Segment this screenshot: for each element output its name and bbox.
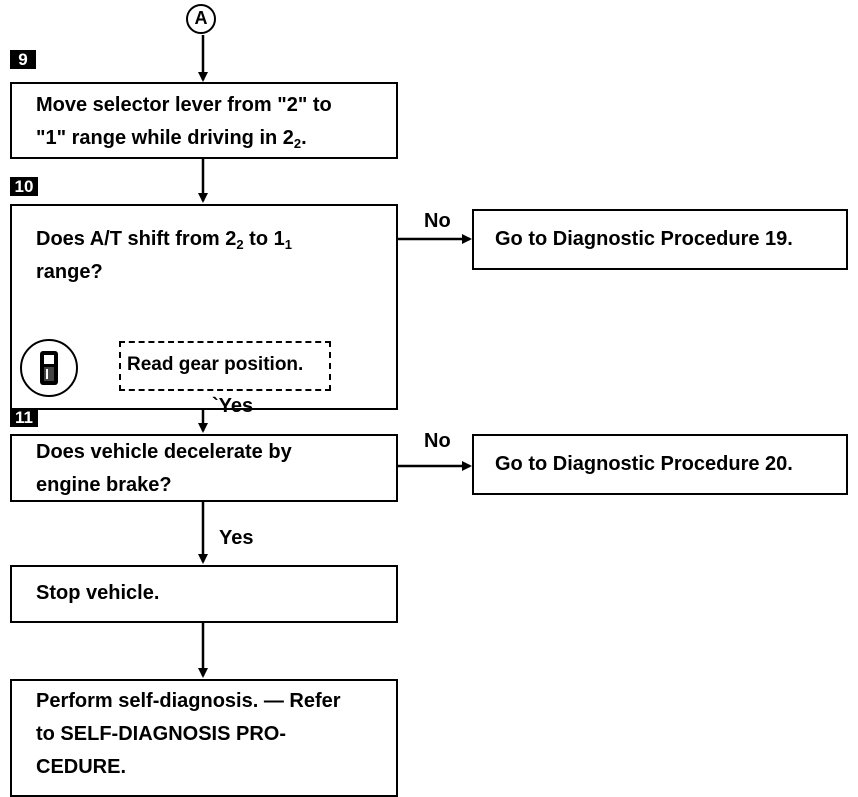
box-decelerate-question: Does vehicle decelerate by engine brake? bbox=[10, 434, 398, 502]
self-diagnosis-line3: CEDURE. bbox=[36, 756, 127, 778]
step-number-11: 11 bbox=[10, 408, 38, 427]
goto-proc19-text: Go to Diagnostic Procedure 19. bbox=[495, 228, 793, 250]
no-label-step10: No bbox=[424, 210, 451, 232]
step-number-9: 9 bbox=[10, 50, 36, 69]
read-gear-position-note: Read gear position. bbox=[119, 341, 331, 391]
no-label-step11: No bbox=[424, 430, 451, 452]
decelerate-line1: Does vehicle decelerate by bbox=[36, 441, 292, 463]
move-selector-line1: Move selector lever from "2" to bbox=[36, 94, 332, 116]
box-self-diagnosis: Perform self-diagnosis. — Refer to SELF-… bbox=[10, 679, 398, 797]
consult-tester-icon bbox=[20, 339, 78, 397]
stop-vehicle-text: Stop vehicle. bbox=[36, 582, 160, 604]
yes-label-step11: Yes bbox=[219, 527, 254, 549]
yes-label-step10: `Yes bbox=[212, 395, 254, 417]
self-diagnosis-line1: Perform self-diagnosis. — Refer bbox=[36, 690, 341, 712]
box-stop-vehicle: Stop vehicle. bbox=[10, 565, 398, 623]
shift-question-line2: range? bbox=[36, 261, 103, 283]
box-goto-proc20: Go to Diagnostic Procedure 20. bbox=[472, 434, 848, 495]
box-shift-question: Does A/T shift from 22 to 11 range? bbox=[10, 204, 398, 410]
box-move-selector: Move selector lever from "2" to "1" rang… bbox=[10, 82, 398, 159]
step-number-10: 10 bbox=[10, 177, 38, 196]
box-goto-proc19: Go to Diagnostic Procedure 19. bbox=[472, 209, 848, 270]
shift-question-line1: Does A/T shift from 22 to 11 bbox=[36, 228, 292, 252]
connector-a: A bbox=[186, 4, 216, 34]
self-diagnosis-line2: to SELF-DIAGNOSIS PRO- bbox=[36, 723, 286, 745]
decelerate-line2: engine brake? bbox=[36, 474, 172, 496]
tester-device-icon bbox=[40, 351, 58, 385]
goto-proc20-text: Go to Diagnostic Procedure 20. bbox=[495, 453, 793, 475]
move-selector-line2: "1" range while driving in 22. bbox=[36, 127, 307, 151]
